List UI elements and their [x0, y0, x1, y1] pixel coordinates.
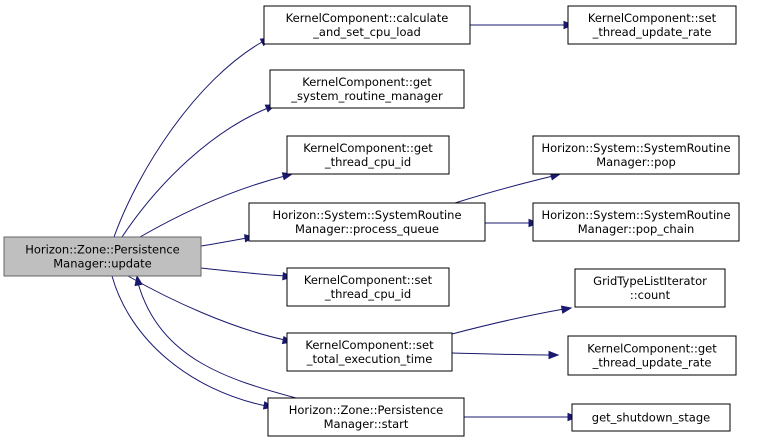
edge-line	[137, 282, 297, 399]
arrowhead-icon	[134, 274, 143, 287]
node-label-line: Manager::pop_chain	[578, 222, 694, 236]
arrowhead-icon	[560, 305, 573, 314]
node-box	[532, 135, 740, 175]
node-pop[interactable]: Horizon::System::SystemRoutineManager::p…	[532, 135, 740, 175]
node-label-line: Horizon::Zone::Persistence	[289, 403, 444, 417]
node-box	[567, 5, 737, 45]
node-label-line: Manager::start	[324, 417, 409, 431]
node-calc[interactable]: KernelComponent::calculate_and_set_cpu_l…	[263, 5, 471, 45]
node-set-cpu[interactable]: KernelComponent::set_thread_cpu_id	[286, 267, 450, 307]
edge-line	[111, 275, 267, 407]
node-box	[3, 236, 202, 277]
node-box	[248, 202, 486, 242]
edge-calc-to-set_rate	[470, 20, 575, 30]
edge-set_exec-to-get_rate	[451, 350, 560, 360]
node-layer: Horizon::Zone::PersistenceManager::updat…	[3, 5, 740, 437]
node-label-line: _thread_cpu_id	[324, 287, 411, 301]
node-box	[267, 397, 465, 437]
node-label-line: KernelComponent::set	[305, 338, 434, 352]
node-label-line: Horizon::System::SystemRoutine	[541, 208, 730, 222]
node-get-rate[interactable]: KernelComponent::get_thread_update_rate	[567, 335, 737, 376]
edge-update-to-calc	[113, 37, 272, 238]
edge-set_exec-to-grid	[451, 305, 573, 335]
node-pop-chain[interactable]: Horizon::System::SystemRoutineManager::p…	[532, 202, 740, 242]
edge-update-to-pq	[200, 234, 256, 247]
node-label-line: _and_set_cpu_load	[312, 25, 421, 39]
edge-line	[113, 41, 263, 238]
node-set-rate[interactable]: KernelComponent::set_thread_update_rate	[567, 5, 737, 45]
node-update[interactable]: Horizon::Zone::PersistenceManager::updat…	[3, 236, 202, 277]
edge-line	[121, 107, 269, 238]
node-box	[286, 135, 450, 175]
node-box	[286, 332, 453, 372]
node-box	[286, 267, 450, 307]
node-box	[269, 69, 465, 109]
node-label-line: KernelComponent::set	[588, 11, 717, 25]
node-label-line: Manager::process_queue	[295, 222, 439, 236]
edge-line	[451, 308, 565, 335]
arrowhead-icon	[548, 350, 560, 360]
node-set-exec[interactable]: KernelComponent::set_total_execution_tim…	[286, 332, 453, 372]
edge-line	[454, 175, 554, 204]
node-label-line: GridTypeListIterator	[593, 274, 707, 288]
node-label-line: _thread_cpu_id	[324, 155, 411, 169]
edge-line	[127, 275, 286, 341]
node-label-line: _thread_update_rate	[592, 25, 712, 39]
edge-pq-to-pop_chain	[484, 218, 540, 228]
node-grid[interactable]: GridTypeListIterator::count	[574, 268, 726, 308]
node-label-line: ::count	[630, 288, 671, 302]
node-get-cpu[interactable]: KernelComponent::get_thread_cpu_id	[286, 135, 450, 175]
edge-start-to-update	[134, 274, 297, 399]
node-label-line: Manager::pop	[596, 155, 676, 169]
node-label-line: KernelComponent::get	[303, 141, 433, 155]
node-label-line: _total_execution_time	[306, 352, 433, 366]
edge-line	[451, 352, 552, 356]
node-label-line: KernelComponent::get	[302, 75, 432, 89]
node-label-line: Manager::update	[53, 257, 151, 271]
node-box	[567, 335, 737, 376]
node-label-line: _system_routine_manager	[290, 89, 443, 103]
node-label-line: _thread_update_rate	[592, 356, 712, 370]
node-label-line: KernelComponent::get	[587, 342, 717, 356]
node-label-line: get_shutdown_stage	[592, 411, 710, 425]
node-shutdown[interactable]: get_shutdown_stage	[571, 403, 731, 432]
node-box	[532, 202, 740, 242]
node-box	[574, 268, 726, 308]
edge-line	[139, 175, 286, 238]
edge-update-to-start	[111, 275, 275, 410]
node-box	[571, 403, 731, 432]
edge-line	[200, 237, 248, 247]
edge-update-to-set_cpu	[200, 267, 294, 281]
edge-start-to-shutdown	[463, 412, 579, 422]
edge-update-to-set_exec	[127, 275, 294, 345]
node-label-line: Horizon::System::SystemRoutine	[541, 141, 730, 155]
edge-pq-to-pop	[454, 172, 562, 204]
node-label-line: Horizon::System::SystemRoutine	[272, 208, 461, 222]
node-get-srm[interactable]: KernelComponent::get_system_routine_mana…	[269, 69, 465, 109]
node-box	[263, 5, 471, 45]
node-label-line: KernelComponent::set	[304, 273, 433, 287]
node-label-line: Horizon::Zone::Persistence	[25, 243, 180, 257]
node-label-line: KernelComponent::calculate	[286, 11, 449, 25]
node-pq[interactable]: Horizon::System::SystemRoutineManager::p…	[248, 202, 486, 242]
edge-line	[200, 267, 286, 277]
